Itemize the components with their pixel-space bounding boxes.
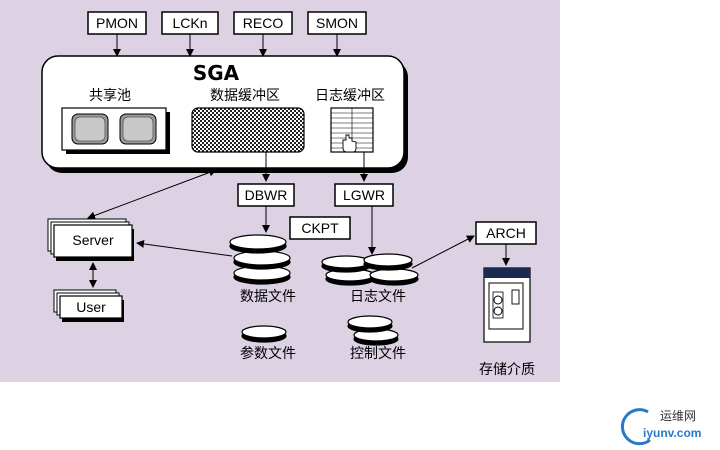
arch-label: ARCH [486,225,526,241]
log-files-label: 日志文件 [350,289,406,305]
shared-pool-label: 共享池 [89,87,131,104]
archive-connector [411,235,475,269]
smon-box: SMON [307,11,367,35]
lgwr-box: LGWR [334,183,394,207]
top-connectors [113,34,341,57]
log-buffer-label: 日志缓冲区 [315,88,385,104]
arch-box: ARCH [475,221,537,245]
pmon-label: PMON [96,15,138,31]
ckpt-box: CKPT [289,216,351,240]
sga-title: SGA [193,61,240,85]
lckn-box: LCKn [161,11,219,35]
smon-label: SMON [316,15,358,31]
sga-box: SGA 共享池 数据缓冲区 日志缓冲区 [41,55,408,173]
log-buffer-area [330,107,374,153]
param-files-label: 参数文件 [240,345,296,362]
watermark-url: iyunv.com [643,426,701,440]
reco-box: RECO [233,11,293,35]
log-files-disks [321,253,419,286]
server-box: Server [47,218,134,261]
storage-device-icon [483,267,531,343]
data-files-disks [229,234,291,285]
watermark-cn: 运维网 [660,409,696,423]
shared-pool-area [61,107,170,154]
control-files-disks [347,315,399,346]
reco-label: RECO [243,15,284,31]
data-files-label: 数据文件 [240,289,296,305]
client-connectors [87,168,233,288]
dbwr-box: DBWR [237,183,295,207]
buffer-connectors [262,152,376,255]
watermark-logo: 运维网 iyunv.com [620,408,701,446]
ckpt-label: CKPT [301,220,339,236]
control-files-label: 控制文件 [350,346,406,362]
param-files-disk [241,325,287,343]
dbwr-label: DBWR [245,187,288,203]
data-buffer-label: 数据缓冲区 [210,88,280,104]
data-buffer-area [191,107,305,153]
user-box: User [53,289,124,322]
lckn-label: LCKn [172,15,207,31]
user-label: User [76,299,106,315]
storage-label: 存储介质 [479,362,535,378]
lgwr-label: LGWR [343,187,385,203]
server-label: Server [72,232,114,248]
pmon-box: PMON [87,11,147,35]
hand-cursor-icon [342,134,357,153]
